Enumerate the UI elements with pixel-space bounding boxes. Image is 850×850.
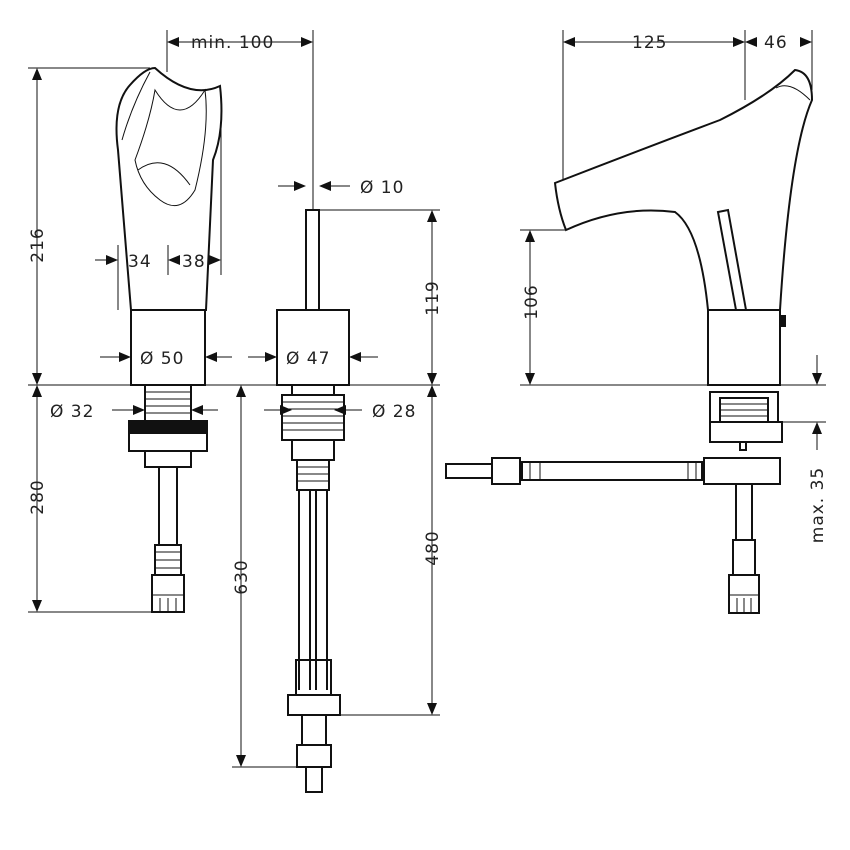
dim-d50: Ø 50 (140, 349, 184, 369)
dim-480: 480 (423, 530, 443, 565)
dim-119: 119 (423, 280, 443, 315)
dimension-labels: min. 100 Ø 10 125 46 216 34 38 119 106 Ø… (28, 33, 828, 595)
dim-216: 216 (28, 227, 48, 262)
dimension-lines (28, 30, 826, 768)
middle-view-faucet (276, 209, 350, 793)
dim-34: 34 (128, 252, 152, 272)
dim-280: 280 (28, 479, 48, 514)
front-view-faucet (115, 66, 223, 613)
dim-125: 125 (632, 33, 667, 53)
dim-max-35: max. 35 (808, 467, 828, 543)
dim-630: 630 (232, 559, 252, 594)
dim-min-100: min. 100 (191, 33, 274, 53)
dim-46: 46 (764, 33, 788, 53)
dim-d28: Ø 28 (372, 402, 416, 422)
dim-d32: Ø 32 (50, 402, 94, 422)
dim-38: 38 (182, 252, 206, 272)
dim-106: 106 (522, 284, 542, 319)
dim-d47: Ø 47 (286, 349, 330, 369)
dim-d10: Ø 10 (360, 178, 404, 198)
side-view-faucet (445, 68, 814, 614)
